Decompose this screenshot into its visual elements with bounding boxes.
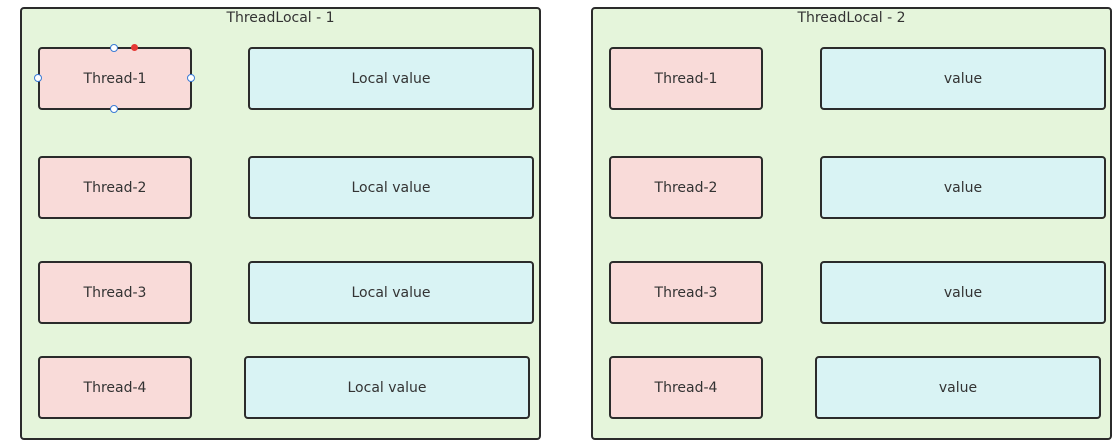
thread-label: Thread-1 bbox=[654, 70, 718, 87]
thread-label: Thread-2 bbox=[83, 179, 147, 196]
resize-handle-left[interactable] bbox=[34, 74, 42, 82]
local-value-box[interactable]: Local value bbox=[248, 47, 534, 110]
value-box[interactable]: value bbox=[820, 47, 1106, 110]
resize-handle-top[interactable] bbox=[110, 44, 118, 52]
thread-1-box[interactable]: Thread-1 bbox=[38, 47, 192, 110]
local-value-box[interactable]: Local value bbox=[248, 156, 534, 219]
value-label: Local value bbox=[351, 284, 431, 301]
value-label: value bbox=[943, 179, 983, 196]
thread-4-box[interactable]: Thread-4 bbox=[609, 356, 763, 419]
panel-title: ThreadLocal - 1 bbox=[226, 10, 335, 26]
resize-handle-bottom[interactable] bbox=[110, 105, 118, 113]
thread-2-box[interactable]: Thread-2 bbox=[609, 156, 763, 219]
thread-label: Thread-4 bbox=[654, 379, 718, 396]
thread-label: Thread-4 bbox=[83, 379, 147, 396]
thread-label: Thread-2 bbox=[654, 179, 718, 196]
value-box[interactable]: value bbox=[820, 156, 1106, 219]
thread-label: Thread-3 bbox=[654, 284, 718, 301]
rotate-handle[interactable] bbox=[131, 44, 138, 51]
thread-3-box[interactable]: Thread-3 bbox=[609, 261, 763, 324]
value-label: Local value bbox=[351, 179, 431, 196]
thread-1-box[interactable]: Thread-1 bbox=[609, 47, 763, 110]
local-value-box[interactable]: Local value bbox=[248, 261, 534, 324]
thread-4-box[interactable]: Thread-4 bbox=[38, 356, 192, 419]
thread-label: Thread-1 bbox=[83, 70, 147, 87]
value-label: value bbox=[938, 379, 978, 396]
panel-title: ThreadLocal - 2 bbox=[797, 10, 906, 26]
thread-label: Thread-3 bbox=[83, 284, 147, 301]
value-label: value bbox=[943, 70, 983, 87]
value-box[interactable]: value bbox=[815, 356, 1101, 419]
resize-handle-right[interactable] bbox=[187, 74, 195, 82]
value-label: value bbox=[943, 284, 983, 301]
local-value-box[interactable]: Local value bbox=[244, 356, 530, 419]
value-box[interactable]: value bbox=[820, 261, 1106, 324]
value-label: Local value bbox=[347, 379, 427, 396]
thread-3-box[interactable]: Thread-3 bbox=[38, 261, 192, 324]
thread-2-box[interactable]: Thread-2 bbox=[38, 156, 192, 219]
value-label: Local value bbox=[351, 70, 431, 87]
